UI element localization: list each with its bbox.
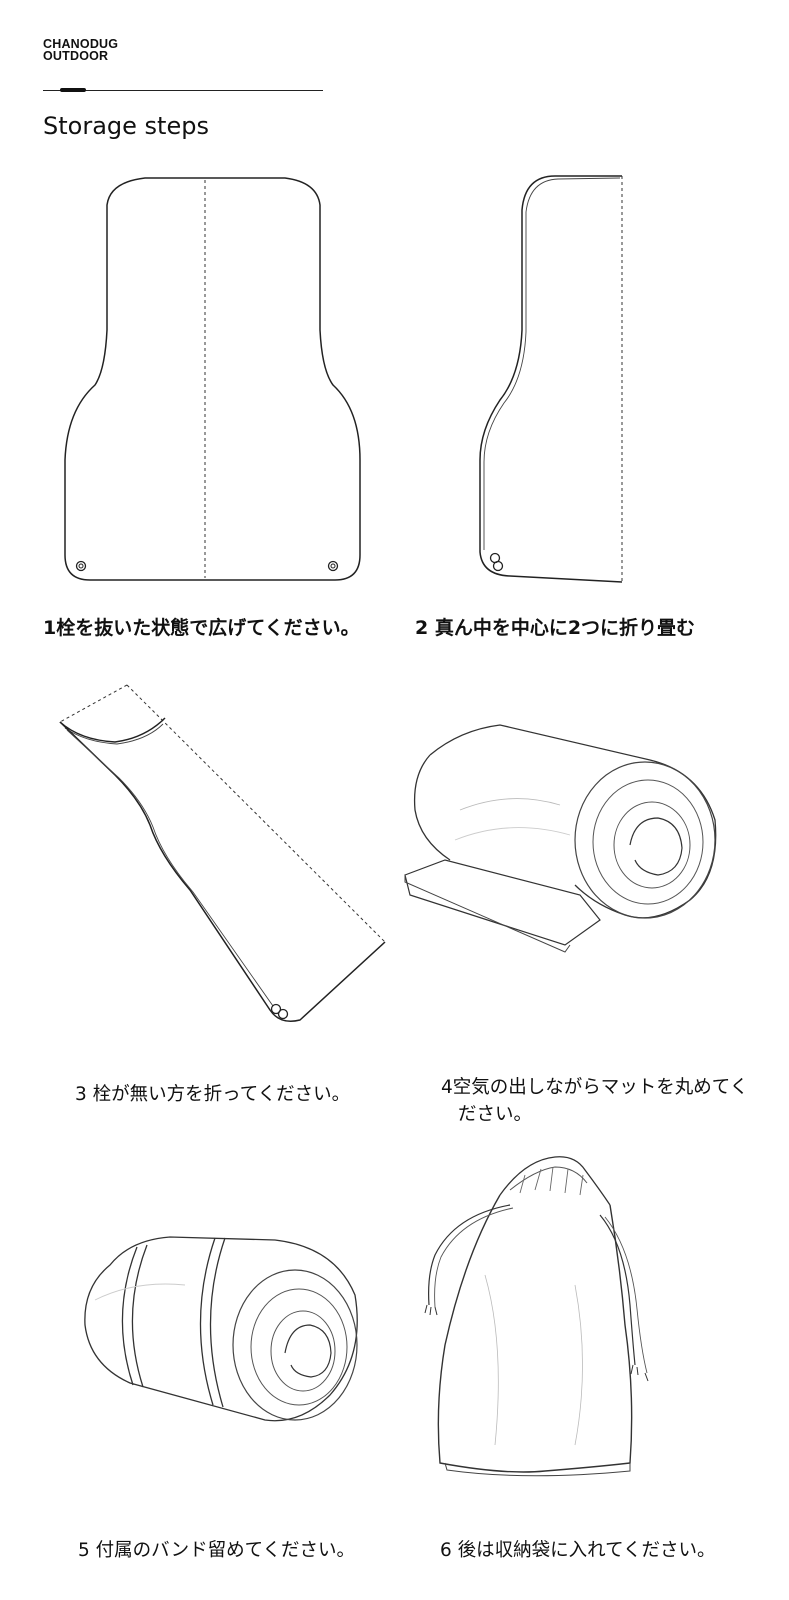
header-divider [43,90,323,91]
header-divider-accent [60,88,86,92]
storage-bag-illustration [424,1156,649,1477]
step-5-caption: 5 付属のバンド留めてください。 [78,1540,356,1561]
brand-line-2: OUTDOOR [43,49,109,63]
rolling-mat-illustration [404,724,717,953]
page-title: Storage steps [43,112,209,140]
step-1-caption: 1栓を抜いた状態で広げてください。 [43,617,360,639]
step-3-caption: 3 栓が無い方を折ってください。 [75,1084,351,1105]
step-4-caption-line-1: 4空気の出しながらマットを丸めてく [441,1077,749,1098]
step-4-caption-line-2: ださい。 [458,1104,533,1125]
banded-roll-illustration [84,1236,358,1422]
step-2-caption: 2 真ん中を中心に2つに折り畳む [415,617,696,639]
folded-diagonal-mat-illustration [59,684,386,1022]
unfolded-mat-illustration [64,177,361,581]
folded-half-mat-illustration [479,175,623,583]
brand-line-1: CHANODUG [43,37,119,51]
brand-logo: CHANODUG OUTDOOR [43,37,119,63]
step-6-caption: 6 後は収納袋に入れてください。 [440,1540,716,1561]
